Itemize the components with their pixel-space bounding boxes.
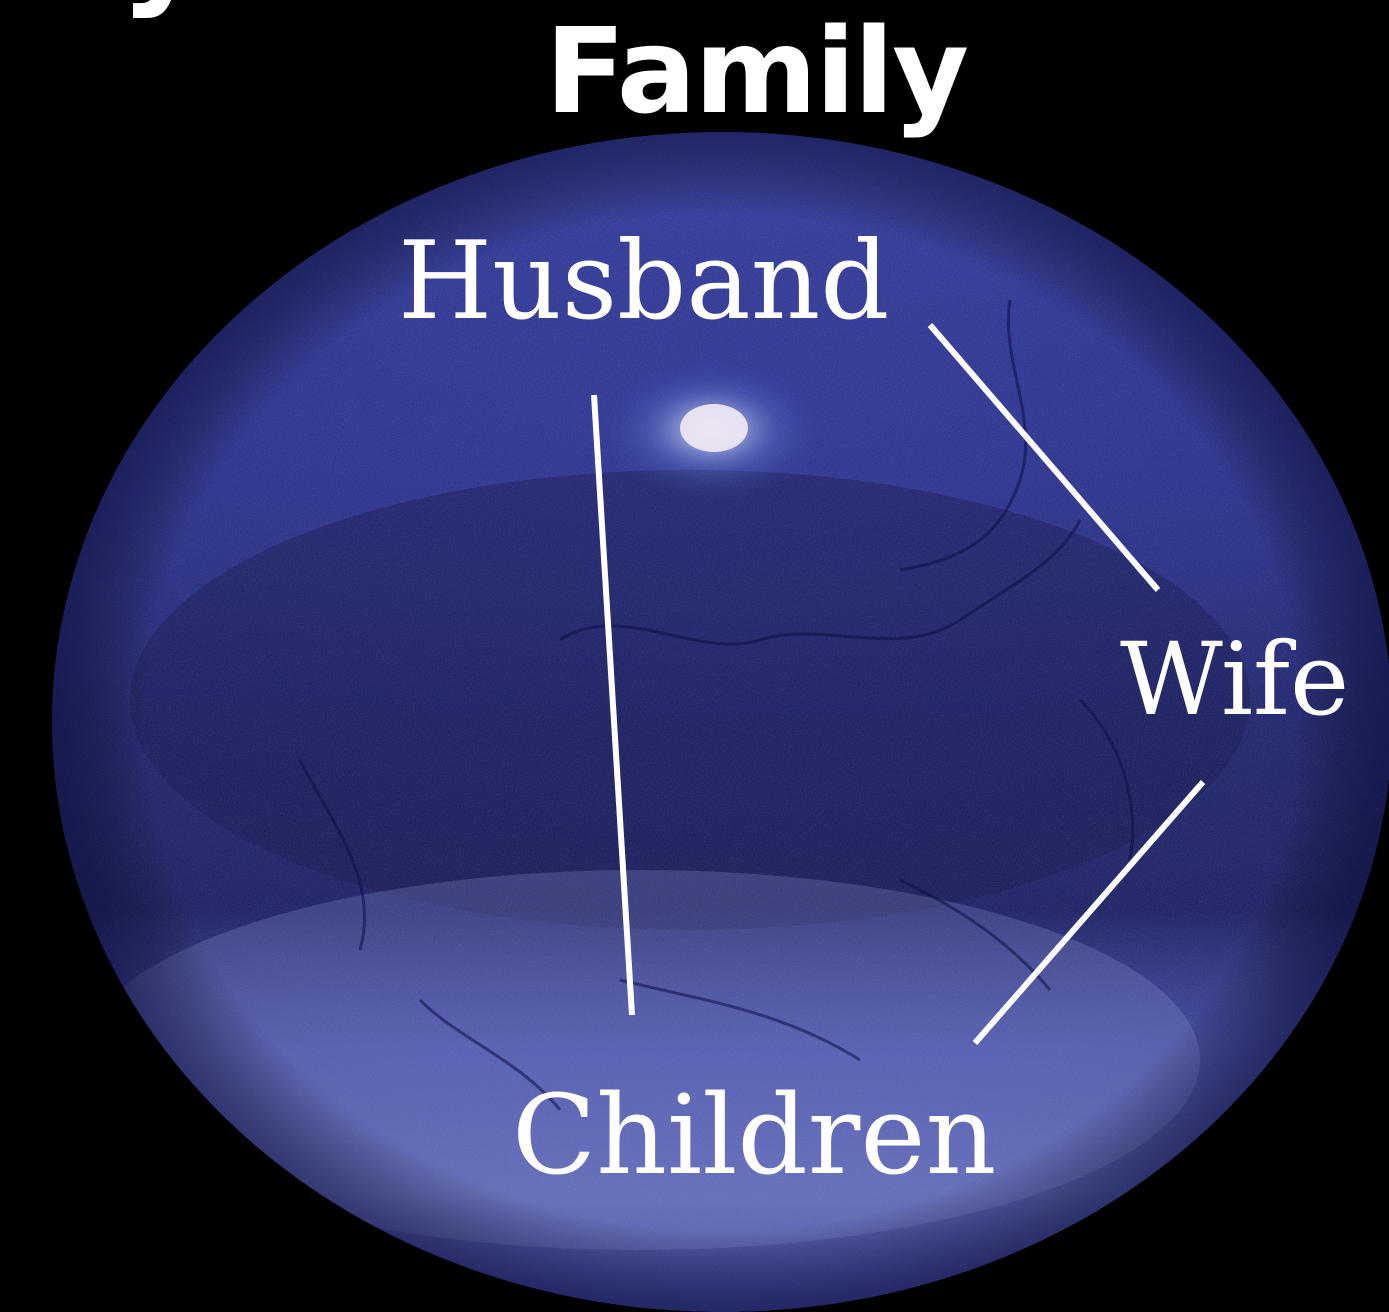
node-wife: Wife [1120,630,1349,730]
node-husband: Husband [398,228,889,336]
partial-title-fragment: y [120,0,205,10]
diagram-title: Family [545,4,967,140]
node-children: Children [512,1080,996,1190]
